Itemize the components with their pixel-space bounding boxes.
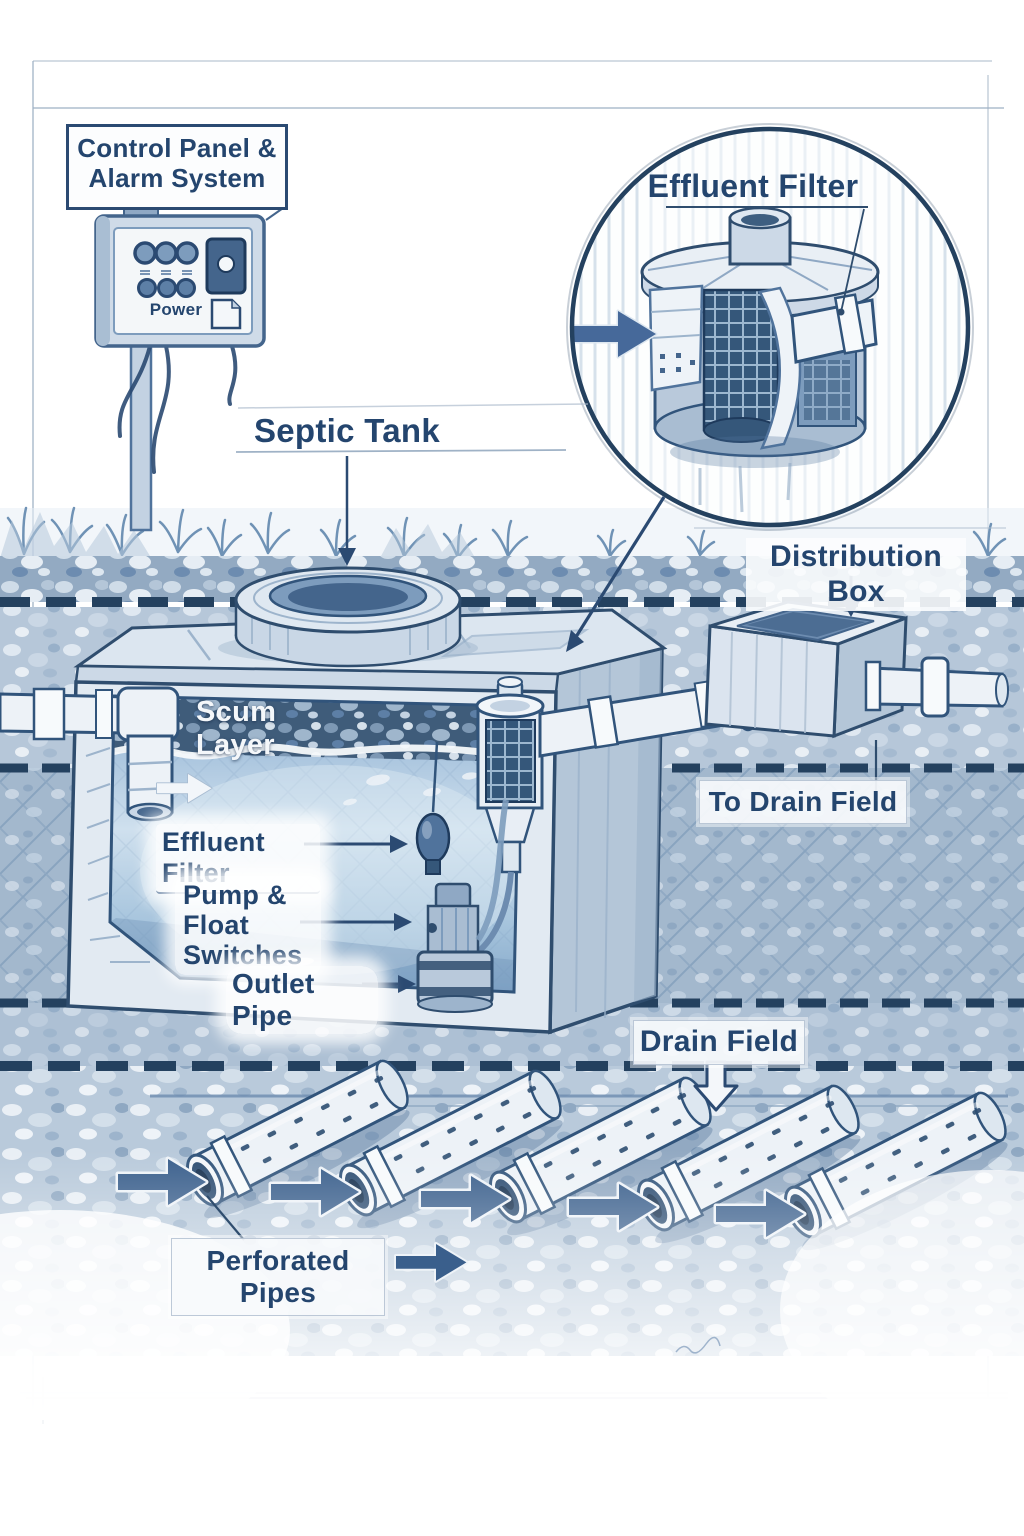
inset-base-strokes <box>698 462 792 513</box>
inset-to-tank-leader <box>572 496 666 641</box>
grass-clump <box>0 512 150 558</box>
filter-hose <box>475 871 514 955</box>
to-drain-field-label: To Drain Field <box>699 780 907 825</box>
document-icon-fold <box>231 300 240 309</box>
tank-riser <box>218 566 478 668</box>
scum-foam-line <box>111 743 520 766</box>
pipe-coupling <box>920 656 950 718</box>
inlet-elbow <box>116 686 180 742</box>
leader-dot <box>837 308 845 316</box>
pump-float-switches-label: Pump & Float Switches <box>175 876 321 975</box>
inset-title-leader <box>840 208 865 313</box>
panel-side-shade <box>96 216 110 346</box>
power-label: Power <box>149 300 203 319</box>
pencil-scribble <box>675 1336 721 1354</box>
panel-holes <box>660 353 695 373</box>
dbox-streaks <box>729 631 808 734</box>
inset-ring <box>569 126 971 528</box>
indicator-lights-row2 <box>137 278 196 298</box>
septic-tank-label: Septic Tank <box>253 412 441 449</box>
inset-leader-arrowhead-icon <box>566 630 584 652</box>
float-switch <box>415 741 451 875</box>
filter-mesh-core <box>702 288 780 432</box>
inset-title: Effluent Filter <box>647 168 859 204</box>
lid-access-hatch <box>440 628 590 658</box>
tank-effluent-filter <box>475 676 545 955</box>
distribution-box-label: Distribution Box <box>746 538 966 611</box>
drain-field-label: Drain Field <box>633 1020 805 1065</box>
guide-line <box>237 403 589 409</box>
pump <box>416 799 509 1013</box>
pipe-coupling <box>32 687 66 741</box>
right-arrowhead-icon <box>394 913 412 931</box>
right-arrowhead-icon <box>390 835 408 853</box>
indicator-ticks <box>140 270 192 275</box>
dbox-opening-shadow <box>746 612 866 637</box>
pipe-coupling <box>95 689 113 739</box>
perforated-pipes-label: Perforated Pipes <box>171 1238 385 1317</box>
grass-clump <box>380 524 474 558</box>
inset-ring-outer <box>566 123 974 531</box>
down-arrowhead-icon <box>338 548 356 566</box>
indicator-lights-row1 <box>133 241 199 265</box>
filter-mesh <box>485 719 536 803</box>
inlet-pipe <box>0 686 180 822</box>
control-panel-label: Control Panel & Alarm System <box>66 124 288 210</box>
fade-blob <box>780 1170 1024 1450</box>
right-arrowhead-icon <box>398 975 416 993</box>
pump-hose <box>475 799 509 942</box>
guide-line <box>235 449 567 453</box>
outlet-pipe-label: Outlet Pipe <box>226 966 378 1035</box>
drain-field-down-arrow-icon <box>693 1060 739 1112</box>
panel-wires <box>117 344 238 474</box>
inlet-drop-pipe <box>126 734 174 814</box>
scum-layer-label: Scum Layer <box>196 696 277 762</box>
dbox-outlet-pipe <box>864 656 1009 718</box>
perforated-leader-line <box>206 1195 245 1241</box>
distribution-box-group <box>704 600 1009 795</box>
alarm-button <box>217 255 235 273</box>
pipe-coupling <box>586 695 620 749</box>
control-panel-group <box>94 201 287 532</box>
